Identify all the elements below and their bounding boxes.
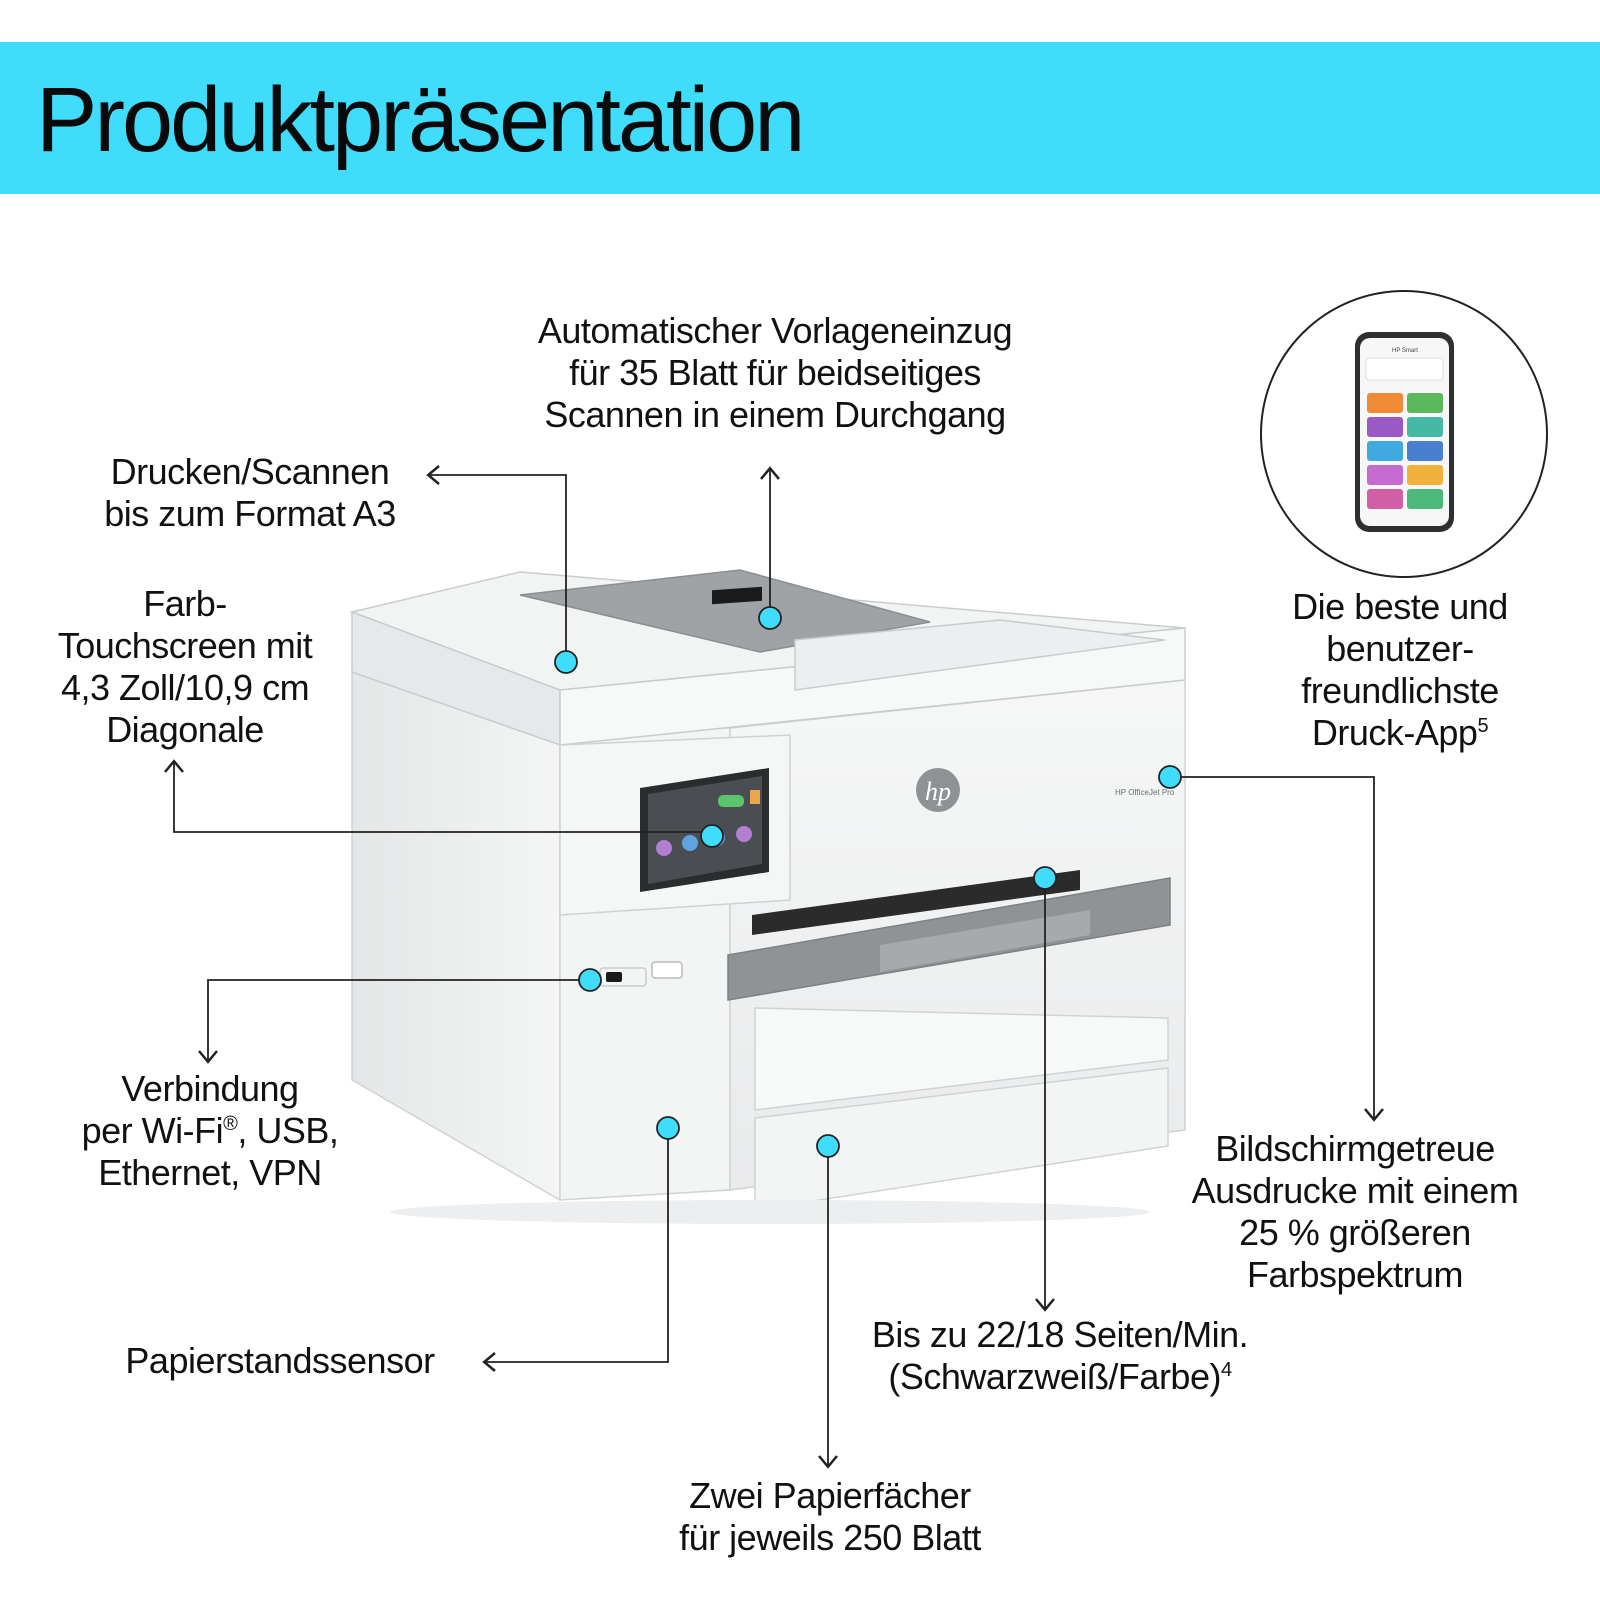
callout-connect-line-2-post: , USB, bbox=[237, 1110, 339, 1151]
screen-scan-button-icon bbox=[656, 840, 672, 856]
hp-logo-text: hp bbox=[925, 777, 951, 806]
callout-trays-line-2: für jeweils 250 Blatt bbox=[679, 1517, 981, 1558]
callout-app-line-3: freundlichste bbox=[1301, 670, 1499, 711]
callout-app-line-2: benutzer- bbox=[1326, 628, 1474, 669]
adf-output bbox=[794, 619, 1166, 691]
callout-color: Bildschirmgetreue Ausdrucke mit einem 25… bbox=[1160, 1128, 1550, 1296]
callout-touch-line-1: Farb- bbox=[143, 583, 227, 624]
callout-connect-line-2-pre: per Wi-Fi bbox=[81, 1110, 224, 1151]
line-a3 bbox=[426, 465, 567, 662]
paper-drawer-lower bbox=[754, 1067, 1169, 1211]
tile-camera bbox=[1367, 465, 1403, 485]
tile-help bbox=[1367, 489, 1403, 509]
screen-warning-badge bbox=[750, 790, 760, 804]
phone-app-name: HP Smart bbox=[1392, 348, 1418, 354]
tile-scan bbox=[1407, 393, 1443, 413]
paper-drawer-upper bbox=[754, 1007, 1169, 1111]
adf-slot bbox=[712, 586, 762, 605]
dot-sensor bbox=[656, 1116, 680, 1140]
dot-touch bbox=[700, 824, 724, 848]
line-touch bbox=[164, 759, 712, 833]
callout-app-footnote: 5 bbox=[1477, 715, 1489, 737]
callout-app: Die beste und benutzer- freundlichste Dr… bbox=[1250, 586, 1550, 754]
callout-sensor: Papierstandssensor bbox=[100, 1340, 460, 1382]
callout-connect-line-1: Verbindung bbox=[121, 1068, 299, 1109]
callout-lines bbox=[164, 465, 1384, 1469]
dot-a3 bbox=[554, 650, 578, 674]
callout-touch: Farb- Touchscreen mit 4,3 Zoll/10,9 cm D… bbox=[30, 583, 340, 751]
screen-print-button-icon bbox=[682, 835, 698, 851]
callout-speed-footnote: 4 bbox=[1220, 1359, 1232, 1381]
paper-output-tray-inner bbox=[880, 910, 1090, 972]
callout-connect-line-3: Ethernet, VPN bbox=[98, 1152, 322, 1193]
tile-copy bbox=[1367, 393, 1403, 413]
dot-app bbox=[1158, 765, 1182, 789]
callout-speed-line-2: (Schwarzweiß/Farbe)4 bbox=[850, 1356, 1270, 1398]
callout-color-line-1: Bildschirmgetreue bbox=[1215, 1128, 1495, 1169]
callout-a3: Drucken/Scannen bis zum Format A3 bbox=[80, 451, 420, 535]
callout-a3-line-1: Drucken/Scannen bbox=[110, 451, 390, 492]
dot-speed bbox=[1033, 866, 1057, 890]
callout-app-line-1: Die beste und bbox=[1292, 586, 1508, 627]
dot-adf bbox=[758, 606, 782, 630]
callout-speed: Bis zu 22/18 Seiten/Min. (Schwarzweiß/Fa… bbox=[850, 1314, 1270, 1398]
line-sensor bbox=[482, 1128, 669, 1372]
callout-touch-line-4: Diagonale bbox=[106, 709, 264, 750]
callout-color-line-3: 25 % größeren bbox=[1239, 1212, 1471, 1253]
phone-printer-card bbox=[1365, 357, 1444, 381]
app-phone-illustration: HP Smart bbox=[1260, 290, 1548, 578]
callout-touch-line-2: Touchscreen mit bbox=[57, 625, 313, 666]
callout-connect-registered: ® bbox=[223, 1113, 238, 1135]
callout-speed-line-1: Bis zu 22/18 Seiten/Min. bbox=[871, 1314, 1249, 1355]
callout-adf-line-3: Scannen in einem Durchgang bbox=[544, 394, 1006, 435]
adf-tray bbox=[519, 569, 931, 653]
paper-output-slot bbox=[752, 870, 1080, 935]
tile-shortcuts bbox=[1407, 441, 1443, 461]
tile-print-docs bbox=[1367, 417, 1403, 437]
callout-a3-line-2: bis zum Format A3 bbox=[104, 493, 396, 534]
callout-dots bbox=[554, 606, 1182, 1158]
dot-trays bbox=[816, 1134, 840, 1158]
tile-mobile-fax bbox=[1407, 465, 1443, 485]
callout-speed-line-2-text: (Schwarzweiß/Farbe) bbox=[888, 1356, 1221, 1397]
callout-adf-line-1: Automatischer Vorlageneinzug bbox=[537, 310, 1013, 351]
printer-left-side bbox=[351, 668, 561, 1202]
callout-app-line-4-text: Druck-App bbox=[1311, 712, 1478, 753]
callout-adf-line-2: für 35 Blatt für beidseitiges bbox=[569, 352, 981, 393]
callout-trays: Zwei Papierfächer für jeweils 250 Blatt bbox=[640, 1475, 1020, 1559]
callout-trays-line-1: Zwei Papierfächer bbox=[689, 1475, 971, 1516]
page-title: Produktpräsentation bbox=[36, 69, 805, 171]
printer-shadow bbox=[390, 1200, 1150, 1224]
line-connect bbox=[198, 979, 590, 1064]
callout-connect: Verbindung per Wi-Fi®, USB, Ethernet, VP… bbox=[40, 1068, 380, 1194]
tile-fax bbox=[1367, 441, 1403, 461]
line-app bbox=[1170, 776, 1384, 1122]
header-banner: Produktpräsentation bbox=[0, 42, 1600, 194]
model-label: HP OfficeJet Pro bbox=[1115, 788, 1175, 797]
callout-color-line-4: Farbspektrum bbox=[1246, 1254, 1464, 1295]
callout-connect-line-2: per Wi-Fi®, USB, bbox=[40, 1110, 380, 1152]
screen-start-badge bbox=[718, 795, 744, 807]
callout-color-line-2: Ausdrucke mit einem bbox=[1191, 1170, 1519, 1211]
callout-adf: Automatischer Vorlageneinzug für 35 Blat… bbox=[500, 310, 1050, 436]
screen-fax-button-icon bbox=[736, 826, 752, 842]
power-button bbox=[651, 961, 683, 979]
dot-connect bbox=[578, 968, 602, 992]
printer-illustration: hp HP OfficeJet Pro bbox=[349, 569, 1186, 1224]
callout-app-line-4: Druck-App5 bbox=[1250, 712, 1550, 754]
tile-print-photos bbox=[1407, 417, 1443, 437]
tile-settings bbox=[1407, 489, 1443, 509]
hp-logo bbox=[916, 768, 960, 812]
callout-touch-line-3: 4,3 Zoll/10,9 cm bbox=[60, 667, 310, 708]
callout-sensor-text: Papierstandssensor bbox=[125, 1340, 435, 1381]
usb-port bbox=[606, 972, 622, 982]
